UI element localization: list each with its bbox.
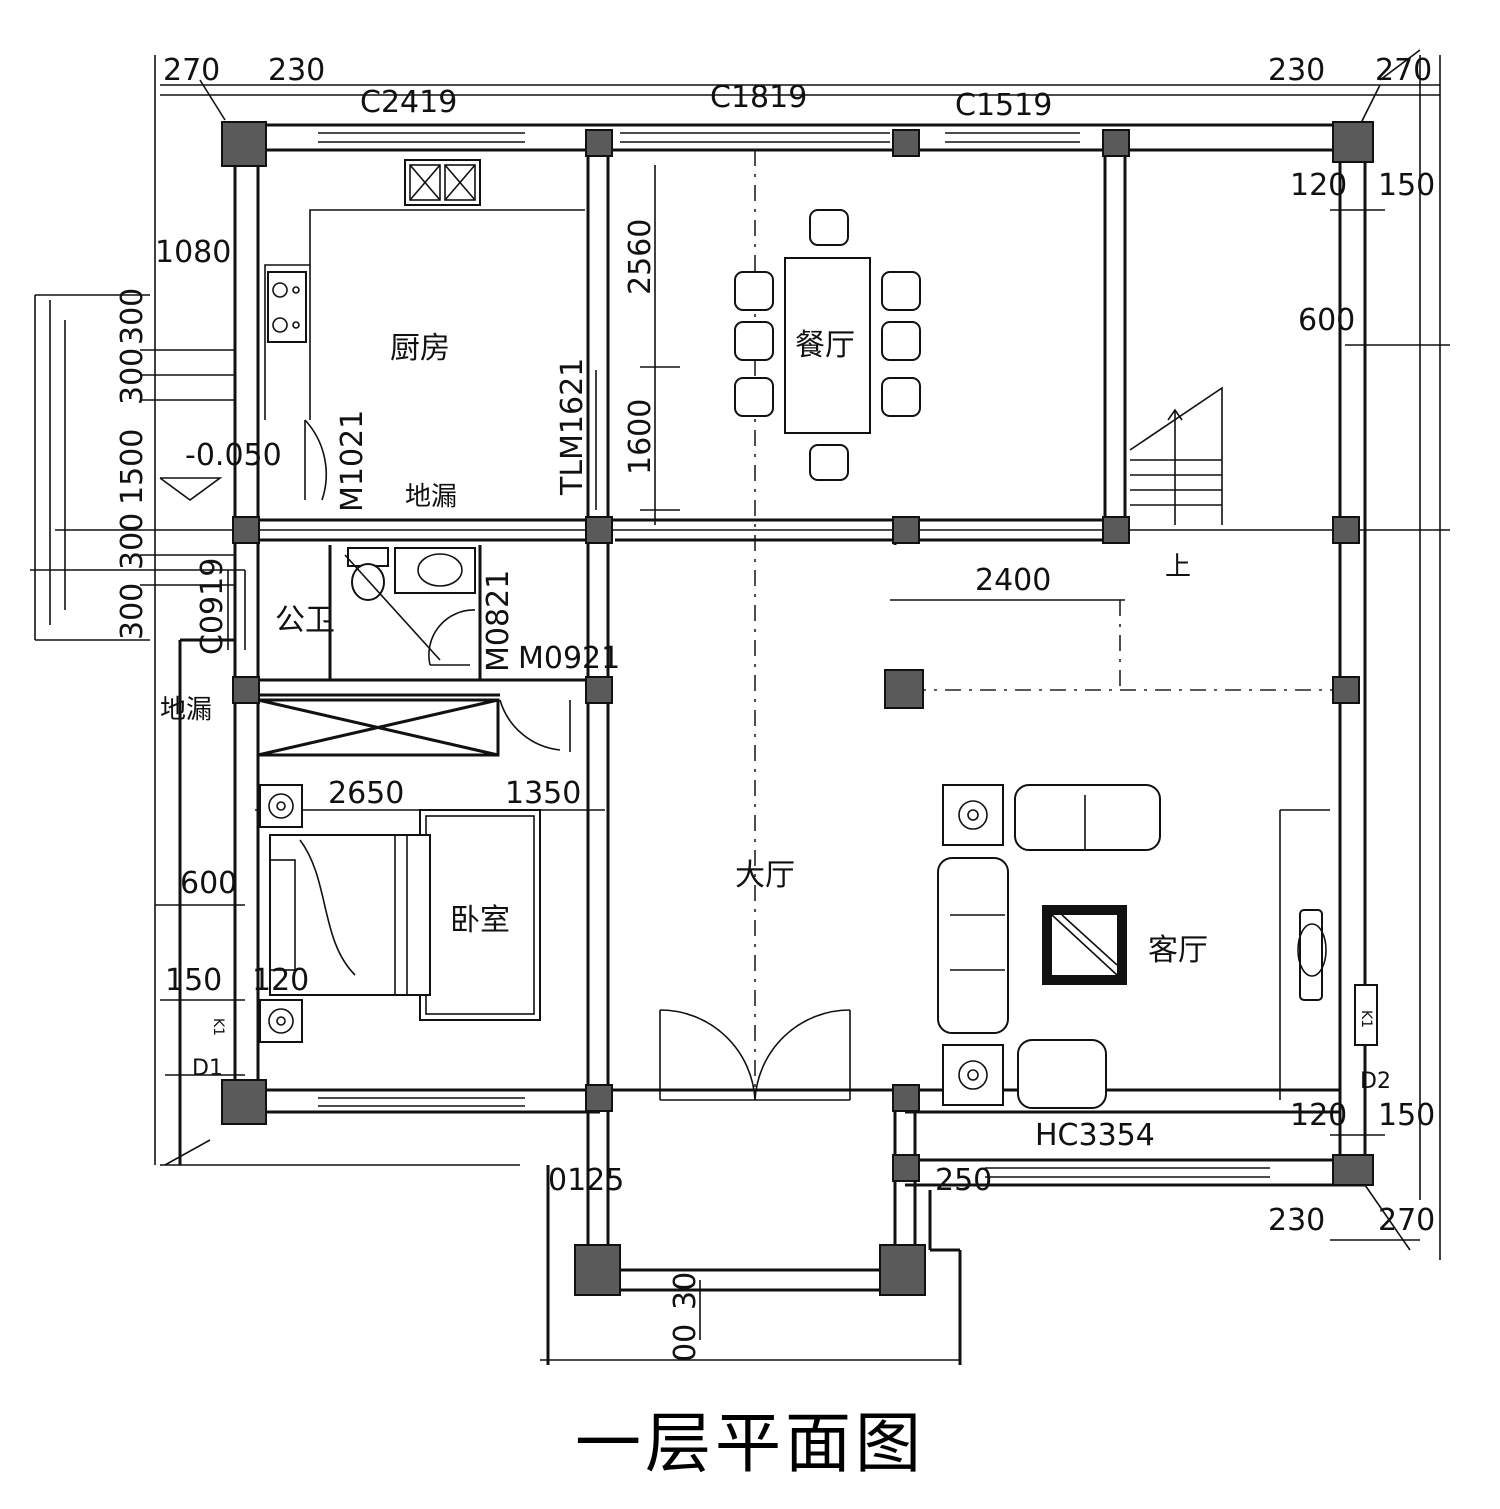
dim-right-120-top: 120 [1290,168,1347,203]
dim-left-300-b: 300 [115,348,150,405]
bathroom-fixtures [344,547,476,661]
dim-bed-2650: 2650 [328,776,404,811]
room-kitchen: 厨房 [390,331,450,366]
dimension-lines [30,49,1450,1361]
dim-left-300-d: 300 [115,583,150,640]
room-dining: 餐厅 [795,328,855,363]
floor-plan: 270 230 230 270 C2419 C1819 C1519 TLM162… [30,49,1450,1365]
dim-top-left-230: 230 [268,53,325,88]
stair [1129,386,1223,525]
elevation-marker [159,477,223,501]
dim-top-right-230: 230 [1268,53,1325,88]
dim-top-left-270: 270 [163,53,220,88]
door-m1021: M1021 [335,410,370,512]
dim-porch-00: 00 [668,1324,703,1362]
dim-left-150: 150 [165,963,222,998]
label-floor-drain-2: 地漏 [160,695,212,725]
dim-left-600: 600 [180,866,237,901]
door-m0921: M0921 [518,641,620,676]
door-m0821: M0821 [481,570,516,672]
dim-left-300-a: 300 [115,288,150,345]
kitchen-counter [264,209,585,420]
window-c2419: C2419 [360,85,457,120]
windows [227,132,1330,1178]
label-d1: D1 [192,1056,223,1081]
dim-left-1500: 1500 [115,429,150,505]
door-tlm1621: TLM1621 [555,358,590,496]
living-furniture [937,784,1161,1109]
columns [221,121,1374,1296]
dim-right-150-top: 150 [1378,168,1435,203]
room-bedroom: 卧室 [450,903,510,938]
label-k1-left: K1 [210,1018,226,1036]
bed [269,809,541,1021]
dim-left-1080: 1080 [155,235,231,270]
label-k1-right: K1 [1358,1010,1374,1028]
dim-bed-1350: 1350 [505,776,581,811]
double-sink [404,159,481,206]
room-hall: 大厅 [735,858,795,893]
dim-right-150-bot: 150 [1378,1098,1435,1133]
label-floor-drain-1: 地漏 [405,482,457,512]
label-elevation: -0.050 [185,438,282,473]
dim-bot-right-230: 230 [1268,1203,1325,1238]
dim-left-120: 120 [252,963,309,998]
room-living: 客厅 [1148,933,1208,968]
dim-2560: 2560 [623,219,658,295]
dim-porch-300: 30 [668,1272,703,1310]
doors [304,419,851,1101]
room-toilet: 公卫 [275,603,335,638]
label-stair-up: 上 [1165,552,1191,582]
dim-porch-125: 0125 [548,1163,624,1198]
dim-1600: 1600 [623,399,658,475]
dining-table [734,209,921,481]
dim-2400: 2400 [975,563,1051,598]
dim-top-right-270: 270 [1375,53,1432,88]
dim-right-120-bot: 120 [1290,1098,1347,1133]
dim-right-600: 600 [1298,303,1355,338]
axis-lines [754,150,1340,1100]
stove [267,271,307,343]
nightstands [259,784,303,1043]
label-d2: D2 [1360,1069,1391,1094]
window-hc3354: HC3354 [1035,1118,1155,1153]
dim-porch-250: 250 [935,1163,992,1198]
walls [178,123,1367,1365]
drawing-title: 一层平面图 [575,1405,925,1482]
tv-cabinet [1297,909,1378,1046]
dim-bot-right-270: 270 [1378,1203,1435,1238]
window-c1519: C1519 [955,88,1052,123]
window-c1819: C1819 [710,80,807,115]
window-c0919: C0919 [195,558,230,655]
dim-left-300-c: 300 [115,513,150,570]
